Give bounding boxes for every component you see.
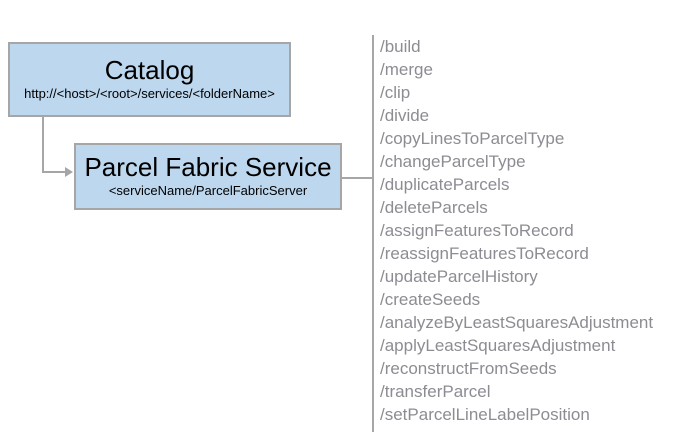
endpoint-item: /clip <box>380 83 411 102</box>
endpoint-item: /transferParcel <box>380 382 491 401</box>
catalog-title: Catalog <box>104 54 195 85</box>
endpoint-list: /build/merge/clip/divide/copyLinesToParc… <box>380 35 653 426</box>
connector-catalog-vertical-line <box>42 117 44 173</box>
endpoint-item: /setParcelLineLabelPosition <box>380 405 590 424</box>
endpoint-item: /createSeeds <box>380 290 481 309</box>
endpoint-item: /build <box>380 37 421 56</box>
endpoint-item: /divide <box>380 106 430 125</box>
endpoint-item: /updateParcelHistory <box>380 267 538 286</box>
connector-arrowhead-icon <box>65 167 73 177</box>
connector-service-horizontal-line <box>342 177 373 179</box>
endpoint-item: /deleteParcels <box>380 198 488 217</box>
endpoint-item: /copyLinesToParcelType <box>380 129 565 148</box>
endpoint-item: /applyLeastSquaresAdjustment <box>380 336 616 355</box>
endpoint-item: /assignFeaturesToRecord <box>380 221 574 240</box>
parcel-fabric-service-path: <serviceName/ParcelFabricServer <box>108 183 308 199</box>
endpoint-item: /analyzeByLeastSquaresAdjustment <box>380 313 654 332</box>
endpoint-item: /reassignFeaturesToRecord <box>380 244 589 263</box>
endpoint-item: /merge <box>380 60 433 79</box>
parcel-fabric-service-title: Parcel Fabric Service <box>84 151 332 182</box>
endpoint-item: /reconstructFromSeeds <box>380 359 557 378</box>
connector-catalog-horizontal-line <box>42 171 67 173</box>
parcel-fabric-service-node: Parcel Fabric Service <serviceName/Parce… <box>74 143 342 210</box>
catalog-url: http://<host>/<root>/services/<folderNam… <box>24 86 275 102</box>
endpoint-item: /changeParcelType <box>380 152 526 171</box>
endpoint-list-divider <box>372 35 374 432</box>
catalog-node: Catalog http://<host>/<root>/services/<f… <box>8 42 291 117</box>
endpoint-item: /duplicateParcels <box>380 175 510 194</box>
